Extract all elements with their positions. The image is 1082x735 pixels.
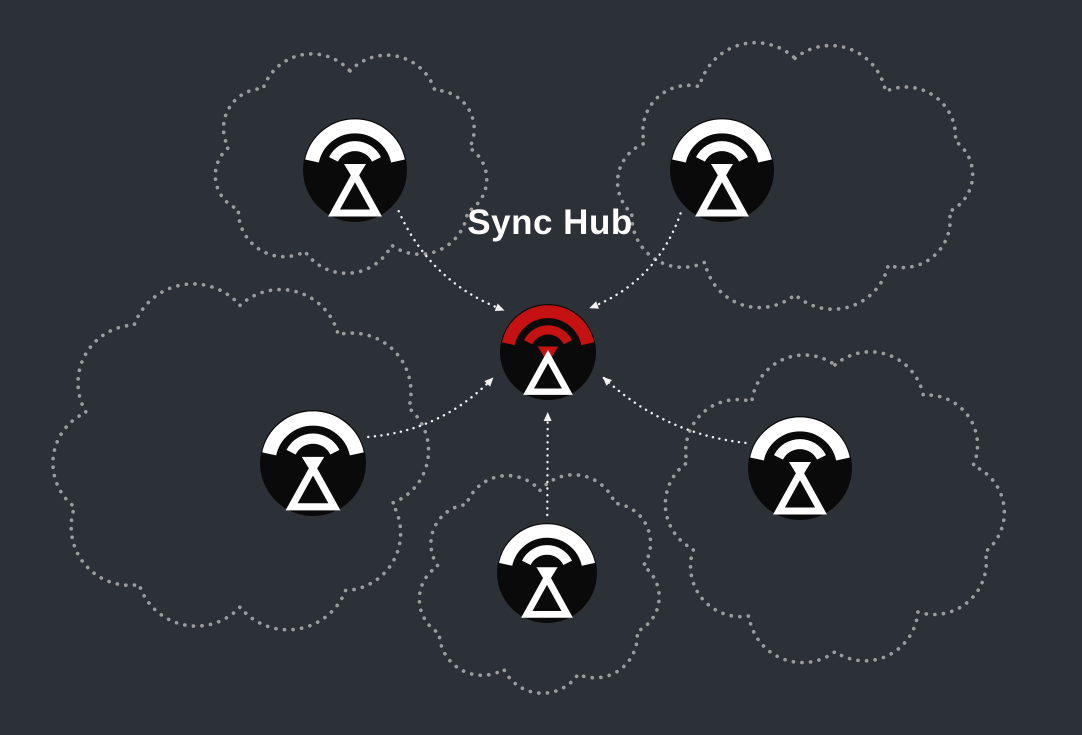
wifi-arc-inner (524, 325, 572, 345)
wifi-arc-inner (696, 141, 748, 162)
sync-wifi-logo-icon (672, 119, 772, 217)
triangle-glyph (328, 167, 382, 217)
sync-arrow-from-device-top-right (589, 212, 682, 310)
triangle-glyph (695, 167, 749, 217)
sync-wifi-logo-icon (750, 417, 850, 515)
diagram-title: Sync Hub (467, 203, 633, 242)
device-mid-left (260, 410, 366, 516)
sync-wifi-logo-icon (499, 524, 595, 618)
device-mid-right (748, 416, 852, 520)
triangle-glyph (523, 349, 573, 395)
wifi-arc-inner (286, 433, 340, 455)
cloud-mid-right (663, 350, 1007, 665)
wifi-arc-inner (522, 545, 572, 566)
cloud-top-right (615, 40, 975, 312)
sync-wifi-logo-icon (305, 119, 405, 217)
sync-arrow-from-device-mid-right (602, 376, 747, 445)
triangle-glyph (285, 460, 341, 511)
cloud-bottom-center (417, 473, 661, 695)
triangle-glyph (773, 465, 827, 515)
wifi-arc-inner (774, 439, 826, 460)
wifi-arc-inner (329, 141, 381, 162)
triangle-glyph (521, 570, 573, 618)
wifi-arc-outer (305, 119, 405, 163)
sync-arrow-from-device-mid-left (367, 376, 494, 439)
cloud-mid-left (51, 282, 431, 632)
sync-hub-node (500, 304, 596, 400)
device-bottom-center (497, 523, 597, 623)
device-top-right (670, 118, 774, 222)
sync-wifi-logo-icon-red (501, 305, 595, 395)
wifi-arc-outer (672, 119, 772, 163)
wifi-arc-outer (750, 417, 850, 461)
wifi-arc-outer (499, 524, 595, 567)
wifi-arc-outer (501, 305, 595, 346)
device-top-left (303, 118, 407, 222)
wifi-arc-outer (262, 411, 364, 456)
sync-wifi-logo-icon (262, 411, 364, 511)
cloud-top-left (213, 52, 489, 276)
